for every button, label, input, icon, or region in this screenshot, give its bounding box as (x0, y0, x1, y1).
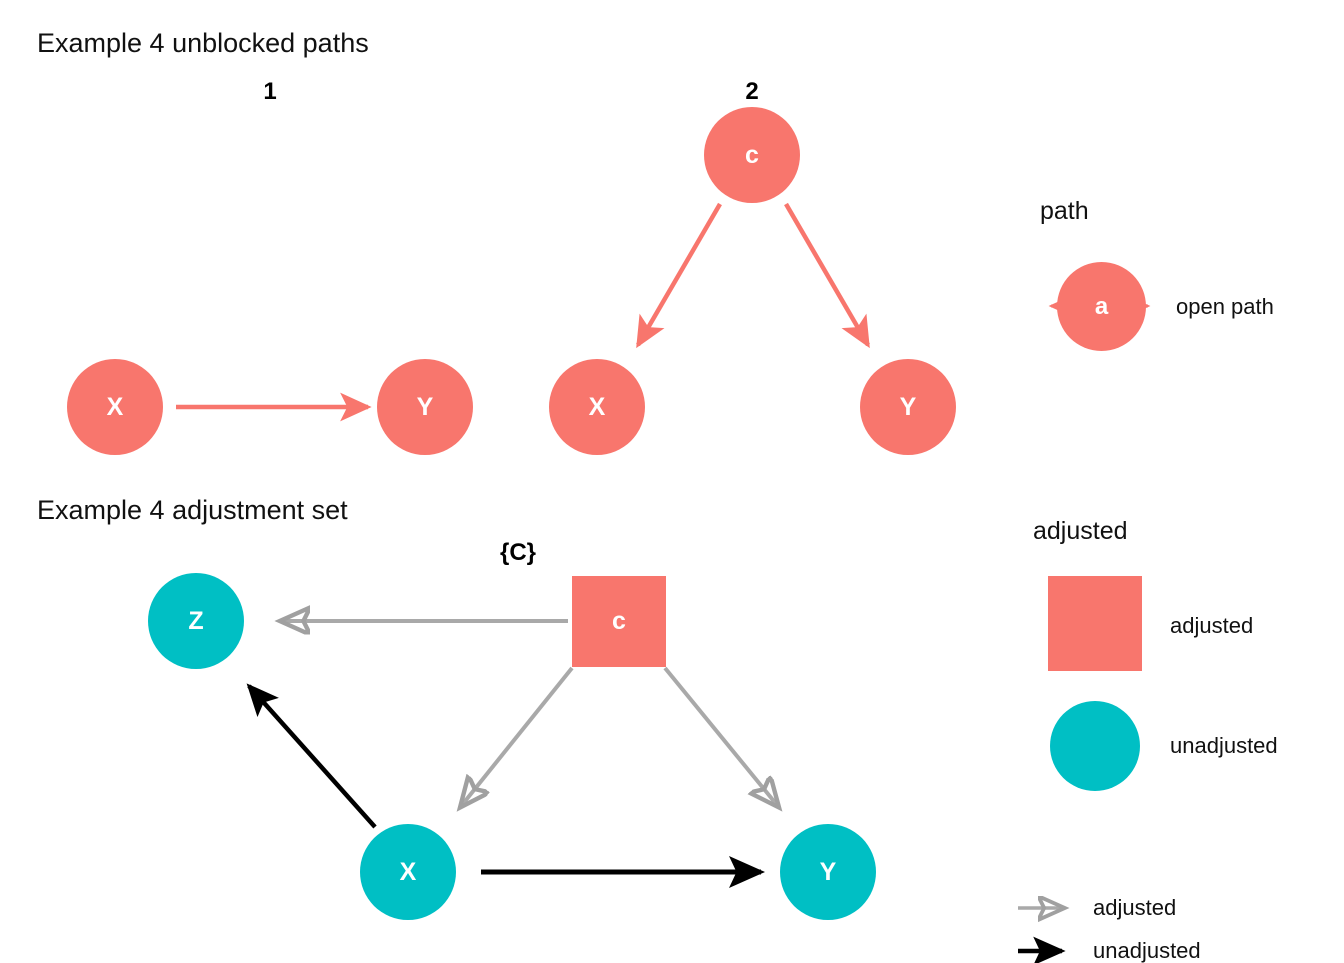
legend-unadjusted-circle-swatch (1050, 701, 1140, 791)
node-c-adjusted[interactable]: c (572, 576, 666, 667)
node-c-facet2[interactable]: c (704, 107, 800, 203)
bottom-section-title: Example 4 adjustment set (37, 495, 348, 525)
legend-unadjusted-label: unadjusted (1170, 733, 1278, 758)
legend-adjusted-square-swatch (1048, 576, 1142, 671)
node-x-facet2[interactable]: X (549, 359, 645, 455)
facet-label-1: 1 (263, 78, 277, 105)
node-x[interactable]: X (360, 824, 456, 920)
node-y[interactable]: Y (780, 824, 876, 920)
node-x-facet1[interactable]: X (67, 359, 163, 455)
legend-edge-adjusted-label: adjusted (1093, 895, 1177, 920)
node-z[interactable]: Z (148, 573, 244, 669)
node-y-facet1[interactable]: Y (377, 359, 473, 455)
edge-c-to-x-facet2 (636, 202, 722, 349)
edge-x-to-z (246, 683, 377, 829)
legend-adjusted-label: adjusted (1170, 613, 1254, 638)
legend-open-path-label: open path (1176, 294, 1274, 319)
legend-open-path-swatch: a (1057, 262, 1146, 351)
facet-label-2: 2 (745, 78, 759, 105)
legend-edge-unadjusted-label: unadjusted (1093, 938, 1201, 963)
edge-c-to-y-facet2 (784, 202, 870, 349)
legend-path-title: path (1040, 197, 1089, 225)
edge-c-to-y (663, 666, 777, 805)
legend-adjusted-title: adjusted (1033, 517, 1128, 545)
facet-label-adjustment-set: {C} (499, 539, 536, 566)
top-section-title: Example 4 unblocked paths (37, 28, 369, 58)
node-y-facet2[interactable]: Y (860, 359, 956, 455)
edge-c-to-x (462, 666, 574, 805)
